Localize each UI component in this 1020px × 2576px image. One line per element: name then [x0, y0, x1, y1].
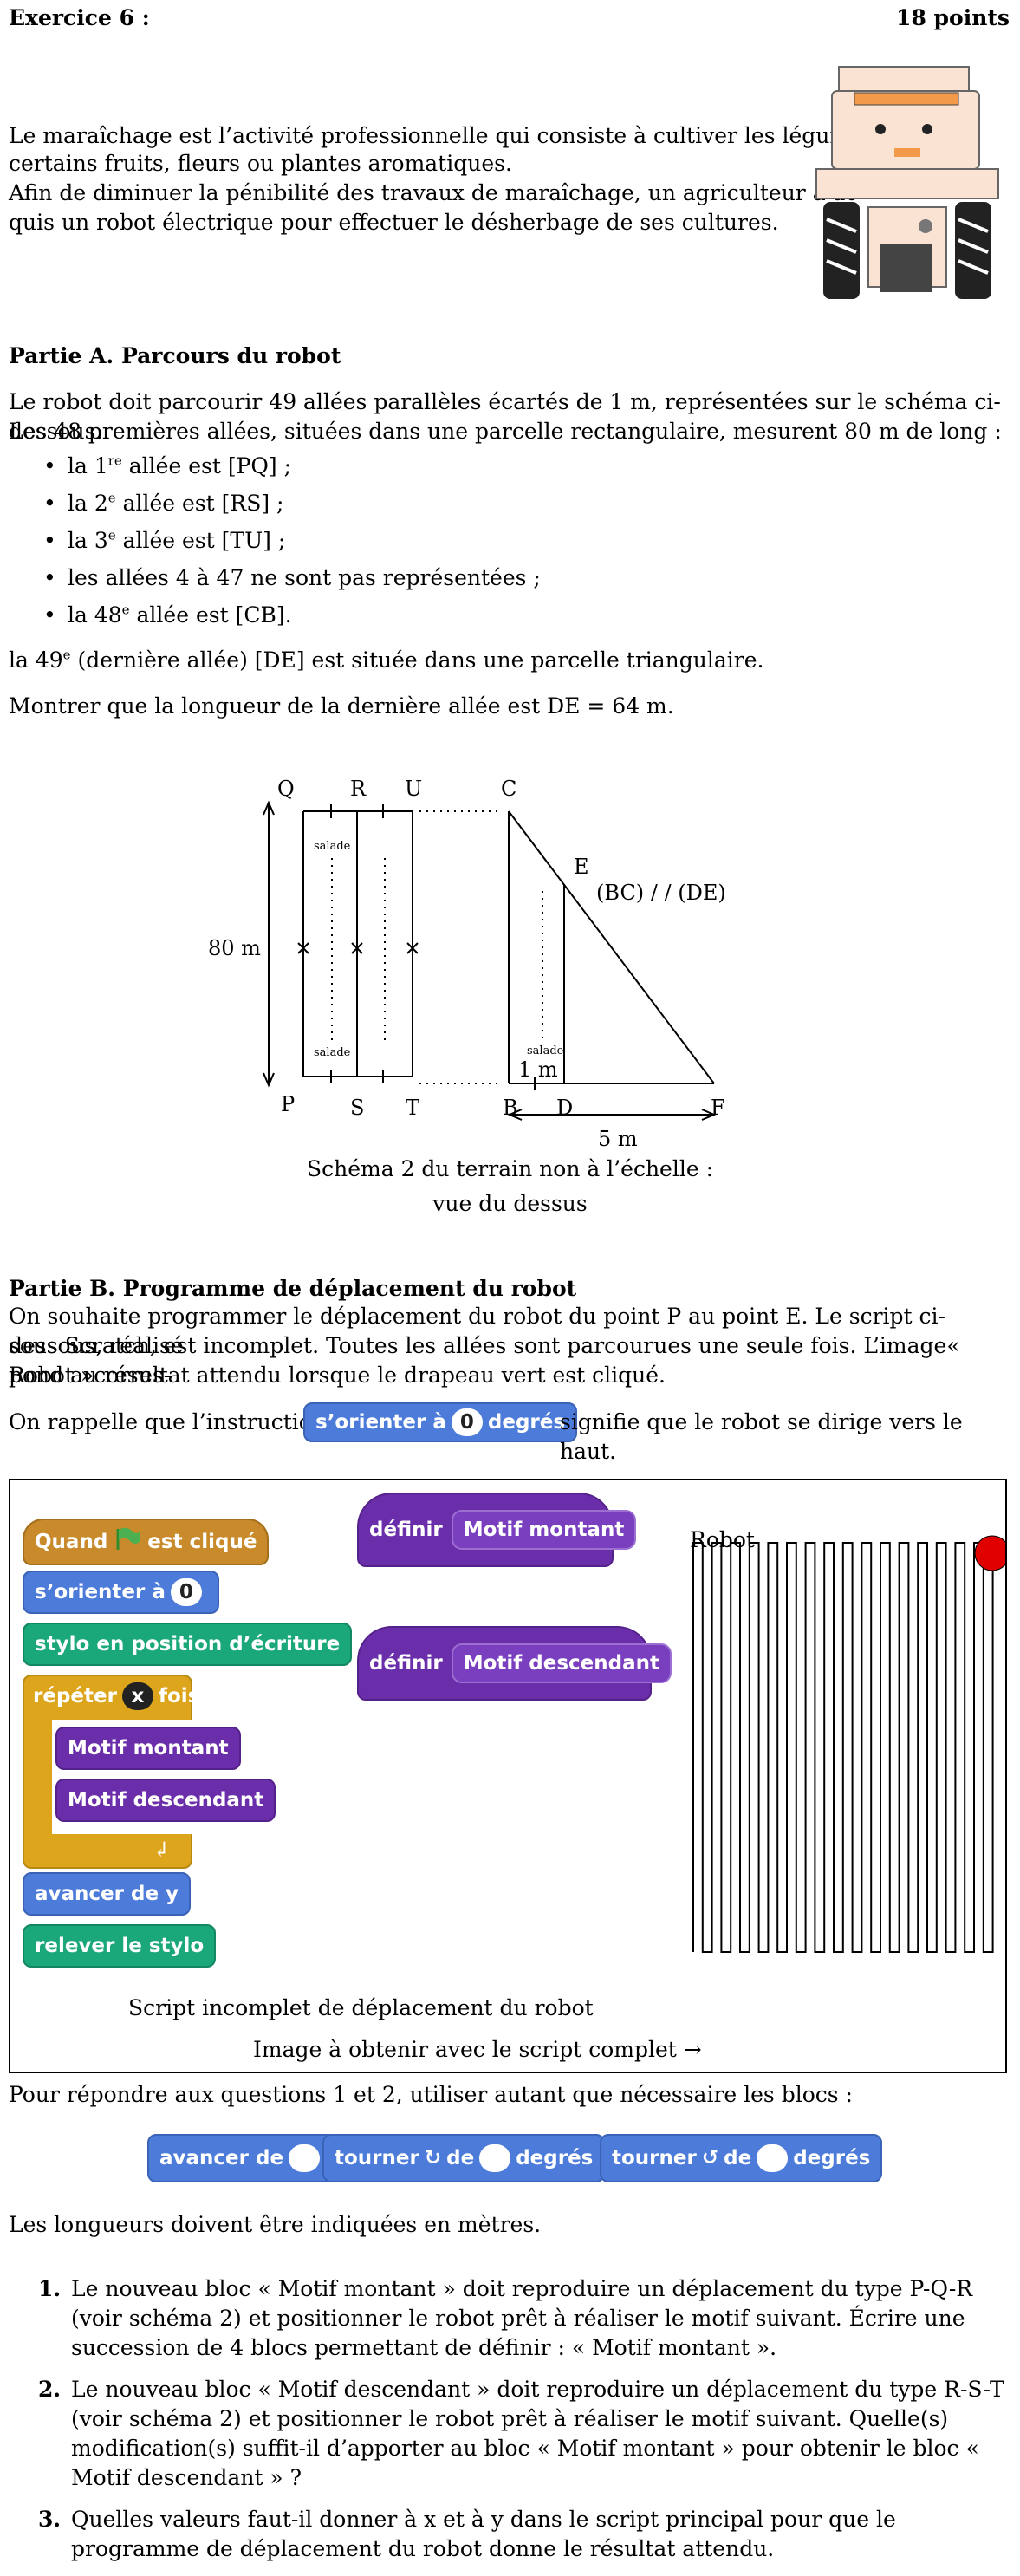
when-flag-block: Quand est cliqué — [23, 1519, 269, 1565]
salade-label: salade — [314, 841, 350, 852]
partB-p3: pond au résultat attendu lorsque le drap… — [9, 1361, 1005, 1390]
schema-caption-1: Schéma 2 du terrain non à l’échelle : — [0, 1156, 1020, 1181]
label-S: S — [350, 1097, 364, 1118]
partB-rappel-post: signifie que le robot se dirige vers le … — [560, 1408, 1020, 1467]
rotate-right-icon: ↻ — [425, 2147, 441, 2169]
pen-down-block: stylo en position d’écriture — [23, 1623, 352, 1666]
salade-label: salade — [314, 1047, 350, 1058]
label-B: B — [503, 1097, 518, 1118]
label-C: C — [501, 778, 516, 799]
robot-illustration — [815, 56, 1014, 308]
move-y-block: avancer de y — [23, 1872, 191, 1916]
define-motif-up: définirMotif montant — [357, 1493, 614, 1567]
partA-p4: Montrer que la longueur de la dernière a… — [9, 692, 1005, 721]
motif-up-call: Motif montant — [55, 1727, 241, 1770]
turn-left-block: tourner↺dedegrés — [600, 2134, 882, 2182]
orient-block: s’orienter à0 — [23, 1571, 219, 1614]
question-item: 1.Le nouveau bloc « Motif montant » doit… — [38, 2274, 1009, 2363]
partA-p2: Les 48 premières allées, situées dans un… — [9, 417, 1005, 446]
label-Q: Q — [277, 778, 295, 799]
rotate-left-icon: ↺ — [702, 2147, 718, 2169]
robot-path-image — [685, 1534, 1005, 1968]
height-label: 80 m — [208, 938, 261, 959]
label-D: D — [556, 1097, 573, 1118]
list-item: la 2e allée est [RS] ; — [35, 489, 541, 526]
loop-arrow-icon: ↲ — [153, 1838, 170, 1862]
pen-up-block: relever le stylo — [23, 1924, 216, 1968]
define-motif-down: définirMotif descendant — [357, 1626, 652, 1701]
schema-caption-2: vue du dessus — [0, 1191, 1020, 1216]
partA-p3: la 49e (dernière allée) [DE] est située … — [9, 646, 1005, 675]
turn-right-block: tourner↻dedegrés — [322, 2134, 605, 2182]
label-E: E — [574, 856, 589, 877]
units-note: Les longueurs doivent être indiquées en … — [9, 2210, 541, 2240]
list-item: la 48e allée est [CB]. — [35, 601, 541, 638]
script-caption: Script incomplet de déplacement du robot — [128, 1995, 594, 2020]
salade-label: salade — [527, 1045, 563, 1057]
list-item: les allées 4 à 47 ne sont pas représenté… — [35, 563, 541, 601]
green-flag-icon — [114, 1527, 140, 1557]
list-item: la 3e allée est [TU] ; — [35, 526, 541, 563]
repeat-block: répéterxfois — [23, 1675, 210, 1718]
question-item: 3.Quelles valeurs faut-il donner à x et … — [38, 2505, 1009, 2564]
question-item: 2.Le nouveau bloc « Motif descendant » d… — [38, 2375, 1009, 2493]
motif-down-call: Motif descendant — [55, 1779, 276, 1822]
allees-list: la 1re allée est [PQ] ; la 2e allée est … — [35, 452, 541, 638]
label-R: R — [350, 778, 366, 799]
exercise-points: 18 points — [896, 5, 1010, 30]
label-F: F — [711, 1097, 725, 1118]
partB-title: Partie B. Programme de déplacement du ro… — [9, 1276, 576, 1301]
questions-list: 1.Le nouveau bloc « Motif montant » doit… — [38, 2274, 1009, 2576]
exercise-title: Exercice 6 : — [9, 5, 150, 30]
one-meter-label: 1 m — [518, 1059, 558, 1080]
partB-rappel-pre: On rappelle que l’instruction — [9, 1408, 326, 1437]
advance-block: avancer de — [147, 2134, 337, 2182]
orient-example-block: s’orienter à0degrés — [303, 1402, 577, 1442]
five-meter-label: 5 m — [598, 1129, 638, 1149]
blocks-intro: Pour répondre aux questions 1 et 2, util… — [9, 2080, 853, 2110]
label-U: U — [405, 778, 422, 799]
parallel-note: (BC) / / (DE) — [596, 882, 726, 903]
label-T: T — [406, 1097, 419, 1118]
image-caption: Image à obtenir avec le script complet → — [253, 2037, 702, 2062]
label-P: P — [281, 1094, 295, 1115]
list-item: la 1re allée est [PQ] ; — [35, 452, 541, 489]
partA-title: Partie A. Parcours du robot — [9, 343, 341, 368]
